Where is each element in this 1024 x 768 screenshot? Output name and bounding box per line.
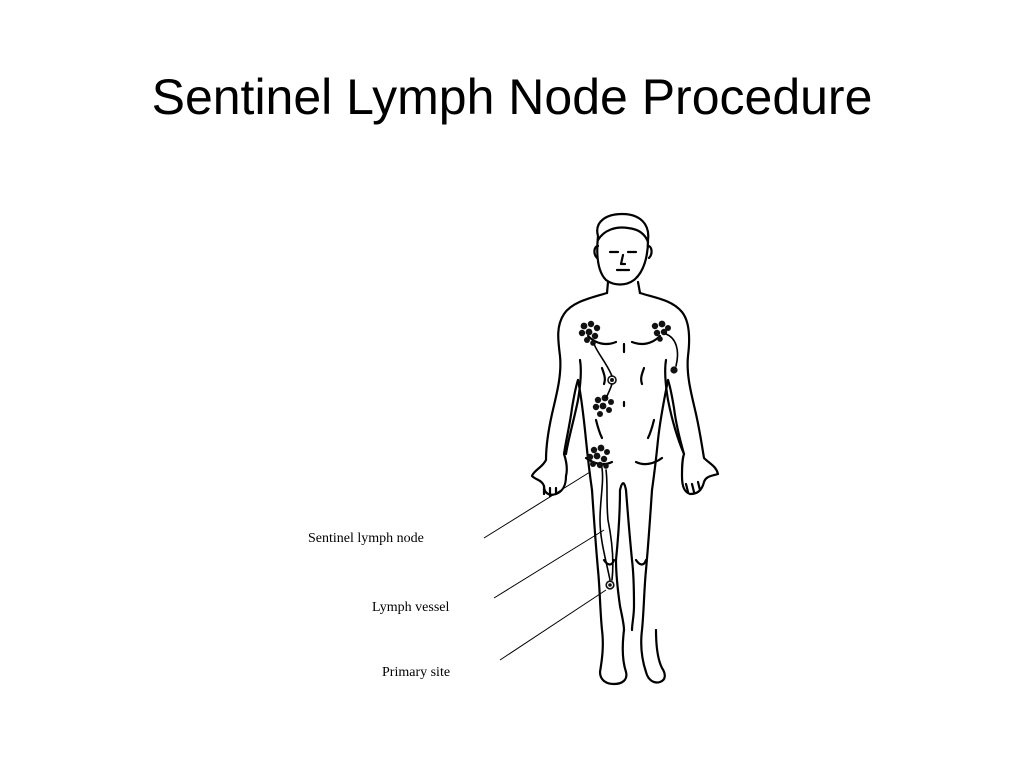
torso-left-side xyxy=(576,378,594,492)
nose xyxy=(619,253,627,266)
callout-line-sentinel xyxy=(483,471,591,539)
label-lymph-vessel: Lymph vessel xyxy=(372,600,449,615)
node-right-arm xyxy=(670,366,678,374)
node-cluster-groin xyxy=(586,444,610,469)
neck-right xyxy=(636,280,642,295)
vessel-chest-abdomen xyxy=(605,383,613,399)
label-sentinel-lymph-node: Sentinel lymph node xyxy=(308,531,424,546)
head-outline xyxy=(596,212,650,286)
label-primary-site: Primary site xyxy=(382,665,450,680)
body-outline xyxy=(530,212,720,686)
vessel-leg xyxy=(599,467,611,581)
right-leg-outer xyxy=(640,488,666,684)
right-knee xyxy=(634,558,648,566)
pec-right xyxy=(630,334,662,346)
right-leg-inner xyxy=(624,488,636,632)
pec-left xyxy=(586,334,618,346)
slide-title: Sentinel Lymph Node Procedure xyxy=(151,69,873,125)
callout-line-primary xyxy=(499,589,607,661)
node-cluster-abdomen xyxy=(592,394,614,417)
node-chest xyxy=(607,375,617,385)
ear-right xyxy=(646,244,653,260)
hip-right xyxy=(634,456,664,466)
vessel-left-axilla-chest xyxy=(593,343,613,377)
rib-left xyxy=(600,366,606,386)
vessel-right-arm xyxy=(665,333,679,367)
left-arm-inner xyxy=(564,358,582,456)
rib-right xyxy=(640,366,646,386)
neck-left xyxy=(605,280,610,295)
right-arm-inner xyxy=(664,358,686,456)
lymph-node-clusters xyxy=(578,320,678,590)
callout-lines xyxy=(483,471,607,661)
ear-left xyxy=(593,244,600,260)
right-fingers xyxy=(684,480,702,494)
torso-right-side xyxy=(650,378,670,492)
abdomen-left xyxy=(594,418,604,440)
left-leg-outer xyxy=(590,488,628,686)
node-cluster-left-axilla xyxy=(578,320,601,346)
abdomen-right xyxy=(646,418,656,440)
node-leg-primary xyxy=(605,580,615,590)
left-shoulder-arm-outer xyxy=(530,291,609,496)
callout-line-vessel xyxy=(493,529,605,599)
lymph-vessels xyxy=(593,333,679,581)
vessel-leg-2 xyxy=(605,469,614,581)
crotch xyxy=(618,482,628,492)
hairline xyxy=(596,226,650,244)
node-cluster-right-axilla xyxy=(651,320,671,342)
left-leg-inner xyxy=(614,488,626,632)
